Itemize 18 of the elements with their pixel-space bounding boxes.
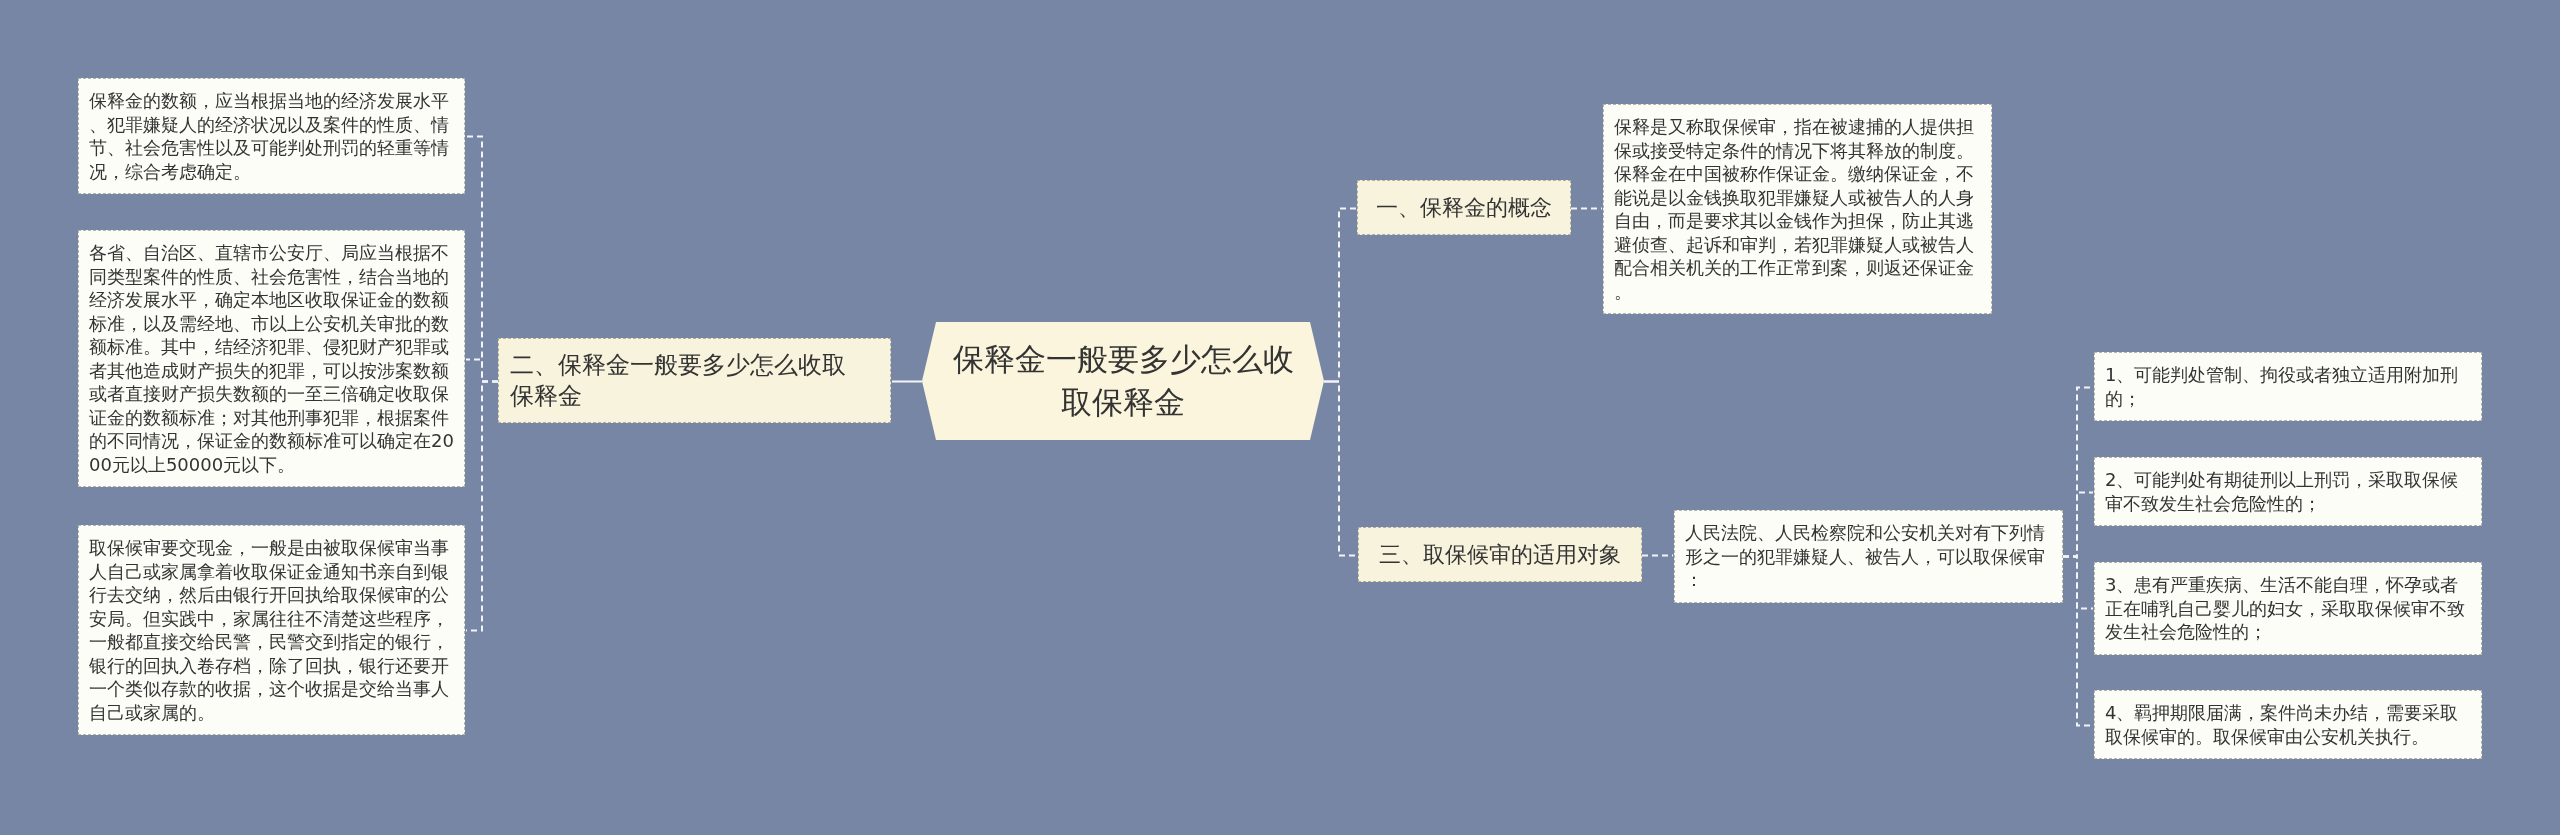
detail-note: 1、可能判处管制、拘役或者独立适用附加刑的； bbox=[2094, 352, 2482, 421]
detail-note: 3、患有严重疾病、生活不能自理，怀孕或者正在哺乳自己婴儿的妇女，采取取保候审不致发生社会危险性的； bbox=[2094, 562, 2482, 655]
connector-line bbox=[891, 380, 923, 383]
detail-note: 保释是又称取保候审，指在被逮捕的人提供担保或接受特定条件的情况下将其释放的制度。保释金在中国被称作保证金。缴纳保证金，不能说是以金钱换取犯罪嫌疑人或被告人的人身自由，而是要求其以金钱作为担保，防止其逃避侦查、起诉和审判，若犯罪嫌疑人或被告人配合相关机关的工作正常到案，则返还保证金。 bbox=[1603, 104, 1992, 314]
detail-note: 2、可能判处有期徒刑以上刑罚，采取取保候审不致发生社会危险性的； bbox=[2094, 457, 2482, 526]
detail-note: 保释金的数额，应当根据当地的经济发展水平、犯罪嫌疑人的经济状况以及案件的性质、情节、社会危害性以及可能判处刑罚的轻重等情况，综合考虑确定。 bbox=[78, 78, 465, 194]
connector-line bbox=[1641, 554, 1674, 557]
connector-line bbox=[465, 380, 499, 632]
branch-topic: 三、取保候审的适用对象 bbox=[1358, 527, 1642, 582]
connector-line bbox=[1570, 207, 1603, 210]
detail-note: 4、羁押期限届满，案件尚未办结，需要采取取保候审的。取保候审由公安机关执行。 bbox=[2094, 690, 2482, 759]
detail-note: 各省、自治区、直辖市公安厅、局应当根据不同类型案件的性质、社会危害性，结合当地的经济发展水平，确定本地区收取保证金的数额标准，以及需经地、市以上公安机关审批的数额标准。其中，结经济犯罪、侵犯财产犯罪或者其他造成财产损失的犯罪，可以按涉案数额或者直接财产损失数额的一至三倍确定收取保证金的数额标准；对其他刑事犯罪，根据案件的不同情况，保证金的数额标准可以确定在2000元以上50000元以下。 bbox=[78, 230, 465, 487]
central-topic: 保释金一般要多少怎么收取保释金 bbox=[922, 322, 1324, 440]
branch-topic: 一、保释金的概念 bbox=[1357, 180, 1571, 235]
branch-topic: 二、保释金一般要多少怎么收取保释金 bbox=[498, 338, 891, 423]
detail-note: 人民法院、人民检察院和公安机关对有下列情形之一的犯罪嫌疑人、被告人，可以取保候审： bbox=[1674, 510, 2063, 603]
connector-line bbox=[1323, 380, 1358, 557]
detail-note: 取保候审要交现金，一般是由被取保候审当事人自己或家属拿着收取保证金通知书亲自到银行去交纳，然后由银行开回执给取保候审的公安局。但实践中，家属往往不清楚这些程序，一般都直接交给民警，民警交到指定的银行，银行的回执入卷存档，除了回执，银行还要开一个类似存款的收据，这个收据是交给当事人自己或家属的。 bbox=[78, 525, 465, 735]
